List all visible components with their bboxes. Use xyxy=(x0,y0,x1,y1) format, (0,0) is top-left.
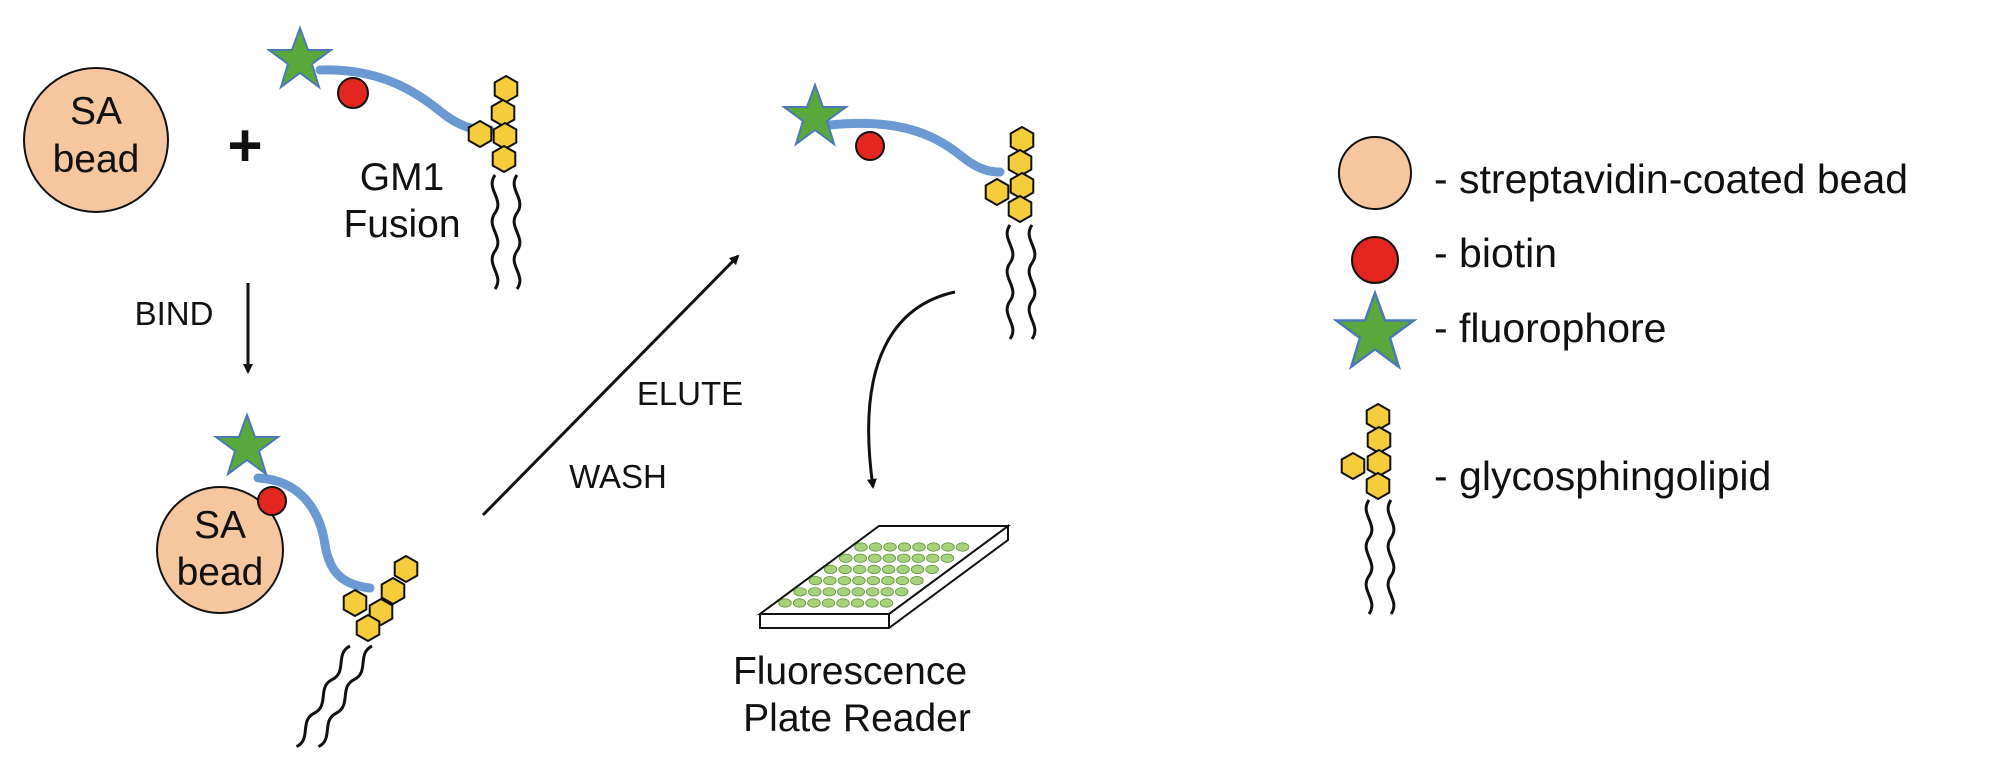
plate-well xyxy=(895,575,910,586)
plate-well xyxy=(839,553,853,563)
lipid-tail-top-1 xyxy=(490,173,500,291)
glycan-bound xyxy=(342,555,419,642)
legend-item-bead: - streptavidin-coated bead xyxy=(1434,156,1908,202)
plate-well xyxy=(778,598,792,608)
plate-well xyxy=(867,564,881,575)
plate-well xyxy=(955,542,970,552)
reader-label-line2: Plate Reader xyxy=(743,697,971,740)
plate-well xyxy=(854,542,868,552)
plate-well xyxy=(821,598,836,608)
plate-wells xyxy=(778,542,970,608)
bead-icon xyxy=(1338,136,1412,210)
elute-label: ELUTE xyxy=(637,375,743,412)
sa-bead-bound-line2: bead xyxy=(177,551,264,594)
plate-well xyxy=(911,553,926,563)
plate-well xyxy=(850,598,865,608)
plate-well xyxy=(883,542,897,552)
plate-well xyxy=(808,575,823,586)
fluorophore-top xyxy=(268,27,332,88)
plate-well xyxy=(793,587,807,597)
gm1-fusion-eluted xyxy=(783,84,1037,341)
biotin-icon xyxy=(1351,236,1399,284)
sa-bead-top-line1: SA xyxy=(70,90,122,133)
plate-well xyxy=(896,564,910,575)
biotin-bound xyxy=(257,486,287,516)
glycosphingolipid-icon xyxy=(1340,403,1396,616)
plate-well xyxy=(868,542,883,552)
plate-well xyxy=(882,553,897,563)
plate-reader-icon xyxy=(756,524,1012,629)
plus-sign: + xyxy=(227,112,262,179)
plate-well xyxy=(868,553,882,563)
lipid-tail-eluted-1 xyxy=(1005,223,1015,341)
reader-label-line1: Fluorescence xyxy=(733,650,967,693)
sa-bead-top-line2: bead xyxy=(53,138,140,181)
legend-item-biotin: - biotin xyxy=(1434,230,1557,276)
plate-well xyxy=(792,598,807,608)
bind-label: BIND xyxy=(135,295,214,332)
linker-eluted xyxy=(825,118,1005,177)
plate-well xyxy=(852,575,866,586)
linker-bound xyxy=(253,473,375,593)
plate-well xyxy=(895,587,909,597)
plate-well xyxy=(941,542,955,552)
sa-bead-bound xyxy=(156,486,284,614)
sa-bead-top: SA bead xyxy=(23,67,169,213)
plate-well xyxy=(836,598,850,608)
lipid-tail-eluted-2 xyxy=(1027,223,1037,341)
plate-well xyxy=(865,598,879,608)
plate-well xyxy=(912,542,926,552)
legend-item-glycosphingolipid: - glycosphingolipid xyxy=(1434,453,1771,499)
gm1-label-line2: Fusion xyxy=(343,203,460,246)
curved-arrow-to-reader xyxy=(866,290,956,489)
plate-well xyxy=(807,598,821,608)
plate-well xyxy=(879,598,894,608)
plate-well xyxy=(940,553,955,563)
glycan-top xyxy=(467,75,519,173)
legend: - streptavidin-coated bead - biotin - fl… xyxy=(1335,136,1908,616)
plate-well xyxy=(881,575,895,586)
biotin-eluted xyxy=(855,131,885,161)
plate-well xyxy=(838,564,852,575)
plate-well xyxy=(851,587,865,597)
lipid-tail-top-2 xyxy=(512,173,522,291)
bound-complex: SA bead xyxy=(156,414,419,750)
plate-well xyxy=(881,564,896,575)
plate-well xyxy=(837,575,852,586)
plate-well xyxy=(837,587,851,597)
fluorophore-eluted xyxy=(783,84,847,145)
plate-well xyxy=(910,575,924,586)
plate-well xyxy=(822,587,836,597)
plate-well xyxy=(866,587,880,597)
fluorophore-icon xyxy=(1335,291,1415,368)
plate-well xyxy=(925,564,939,575)
sa-bead-bound-line1: SA xyxy=(194,504,246,547)
gm1-fusion-top xyxy=(268,27,522,291)
plate-well xyxy=(852,564,867,575)
plate-well xyxy=(897,553,911,563)
wash-label: WASH xyxy=(569,458,667,495)
plate-well xyxy=(866,575,881,586)
plate-well xyxy=(880,587,894,597)
plate-well xyxy=(823,564,838,575)
plate-well xyxy=(910,564,925,575)
plate-well xyxy=(926,553,940,563)
plate-well xyxy=(926,542,941,552)
plate-well xyxy=(808,587,822,597)
plate-well xyxy=(823,575,837,586)
legend-item-fluorophore: - fluorophore xyxy=(1434,305,1666,351)
biotin-top xyxy=(337,77,369,109)
gm1-label-line1: GM1 xyxy=(360,156,445,199)
plate-well xyxy=(897,542,912,552)
fluorophore-bound xyxy=(215,414,279,475)
plate-well xyxy=(853,553,868,563)
wash-elute-arrow xyxy=(481,254,740,517)
